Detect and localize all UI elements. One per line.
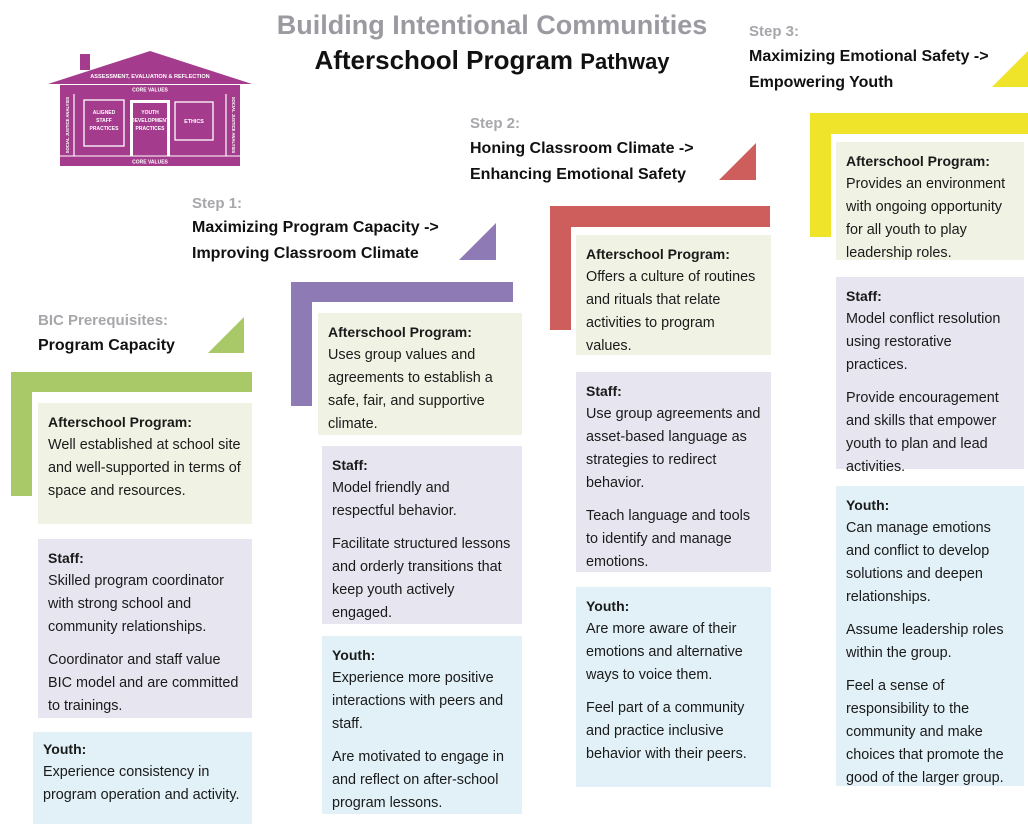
staff-item: Coordinator and staff value BIC model an…	[48, 652, 239, 714]
step-bar-horizontal-3	[810, 113, 1028, 134]
step-bar-vertical-3	[810, 113, 831, 237]
staff-box-3: Staff: Model conflict resolution using r…	[836, 277, 1024, 475]
staff-item: Facilitate structured lessons and orderl…	[332, 536, 511, 621]
house-roof-label: ASSESSMENT, EVALUATION & REFLECTION	[90, 74, 209, 80]
step-name-1-line1: Maximizing Program Capacity ->	[192, 219, 439, 236]
staff-item: Skilled program coordinator with strong …	[48, 573, 224, 635]
house-roof	[48, 51, 252, 84]
program-box-3: Afterschool Program: Provides an environ…	[836, 142, 1024, 261]
program-box-1: Afterschool Program: Uses group values a…	[318, 313, 522, 435]
step-name-2-line1: Honing Classroom Climate ->	[470, 140, 694, 157]
house-left-pillar-label: SOCIAL JUSTICE ANALYSIS	[65, 97, 70, 154]
house-top-band	[60, 85, 240, 94]
house-window-staff-l3: PRACTICES	[90, 126, 120, 132]
step-bar-vertical-prereq	[11, 372, 32, 496]
staff-heading: Staff:	[48, 550, 84, 566]
youth-box-2: Youth: Are more aware of their emotions …	[576, 587, 771, 787]
staff-box-prereq: Staff: Skilled program coordinator with …	[38, 539, 252, 718]
house-window-ethics-label: ETHICS	[184, 119, 204, 125]
step-bar-horizontal-1	[291, 282, 513, 302]
house-top-band-label: CORE VALUES	[132, 88, 168, 94]
youth-heading: Youth:	[586, 598, 630, 614]
youth-item: Experience more positive interactions wi…	[332, 670, 504, 732]
program-box-prereq: Afterschool Program: Well established at…	[38, 403, 252, 524]
step-name-1-line2: Improving Classroom Climate	[192, 245, 419, 262]
program-heading: Afterschool Program:	[586, 246, 730, 262]
youth-heading: Youth:	[846, 497, 890, 513]
staff-item: Teach language and tools to identify and…	[586, 508, 751, 570]
youth-box-1: Youth: Experience more positive interact…	[322, 636, 522, 814]
staff-heading: Staff:	[332, 457, 368, 473]
diagram-title: Building Intentional Communities	[276, 10, 708, 40]
step-triangle-3	[992, 51, 1028, 87]
house-window-staff-l2: STAFF	[96, 118, 112, 124]
step-name-prereq: Program Capacity	[38, 337, 175, 354]
step-label-1: Step 1:	[192, 195, 243, 212]
staff-item: Provide encouragement and skills that em…	[846, 390, 999, 475]
bic-house-logo: ASSESSMENT, EVALUATION & REFLECTION CORE…	[48, 51, 252, 166]
step-bar-vertical-1	[291, 282, 312, 406]
program-heading: Afterschool Program:	[328, 324, 472, 340]
program-text: Offers a culture of routines and rituals…	[586, 269, 756, 354]
youth-item: Assume leadership roles within the group…	[846, 622, 1004, 661]
staff-heading: Staff:	[846, 288, 882, 304]
diagram-subtitle: Afterschool Program Pathway	[262, 45, 722, 76]
step-triangle-prereq	[208, 317, 244, 353]
youth-heading: Youth:	[332, 647, 376, 663]
step-name-2-line2: Enhancing Emotional Safety	[470, 166, 687, 183]
program-heading: Afterschool Program:	[48, 414, 192, 430]
youth-item: Can manage emotions and conflict to deve…	[846, 520, 991, 605]
staff-item: Use group agreements and asset-based lan…	[586, 406, 761, 491]
step-bar-horizontal-2	[550, 206, 770, 227]
step-name-3-line2: Empowering Youth	[749, 74, 894, 91]
staff-heading: Staff:	[586, 383, 622, 399]
youth-item: Feel a sense of responsibility to the co…	[846, 678, 1004, 786]
house-window-staff	[83, 99, 125, 147]
step-label-prereq: BIC Prerequisites:	[38, 312, 169, 329]
youth-item: Are motivated to engage in and reflect o…	[332, 749, 504, 811]
step-label-3: Step 3:	[749, 23, 800, 40]
house-window-staff-l1: ALIGNED	[93, 110, 116, 116]
program-box-2: Afterschool Program: Offers a culture of…	[576, 235, 771, 355]
house-door-l1: YOUTH	[141, 110, 159, 116]
staff-item: Model friendly and respectful behavior.	[332, 480, 457, 519]
house-door-l2: DEVELOPMENT	[131, 118, 169, 124]
youth-item: Feel part of a community and practice in…	[586, 700, 747, 762]
step-bar-vertical-2	[550, 206, 571, 330]
step-triangle-2	[719, 143, 756, 180]
house-bottom-band	[60, 156, 240, 166]
youth-heading: Youth:	[43, 741, 87, 757]
house-chimney	[80, 54, 90, 70]
step-bar-horizontal-prereq	[11, 372, 252, 392]
house-window-ethics	[174, 101, 214, 141]
youth-item: Experience consistency in program operat…	[43, 764, 240, 803]
program-text: Well established at school site and well…	[48, 437, 241, 499]
program-text: Provides an environment with ongoing opp…	[846, 176, 1006, 261]
youth-item: Are more aware of their emotions and alt…	[586, 621, 743, 683]
staff-box-2: Staff: Use group agreements and asset-ba…	[576, 372, 771, 572]
subtitle-suffix: Pathway	[580, 49, 670, 74]
house-door-l3: PRACTICES	[136, 126, 166, 132]
step-name-3-line1: Maximizing Emotional Safety ->	[749, 48, 989, 65]
house-bottom-band-label: CORE VALUES	[132, 160, 168, 166]
youth-box-3: Youth: Can manage emotions and conflict …	[836, 486, 1024, 786]
program-text: Uses group values and agreements to esta…	[328, 347, 493, 432]
staff-item: Model conflict resolution using restorat…	[846, 311, 1001, 373]
youth-box-prereq: Youth: Experience consistency in program…	[33, 732, 252, 824]
step-label-2: Step 2:	[470, 115, 521, 132]
step-triangle-1	[459, 223, 496, 260]
staff-box-1: Staff: Model friendly and respectful beh…	[322, 446, 522, 624]
house-right-pillar-label: SOCIAL JUSTICE ANALYSIS	[231, 97, 236, 154]
program-heading: Afterschool Program:	[846, 153, 990, 169]
subtitle-main: Afterschool Program	[314, 45, 574, 75]
